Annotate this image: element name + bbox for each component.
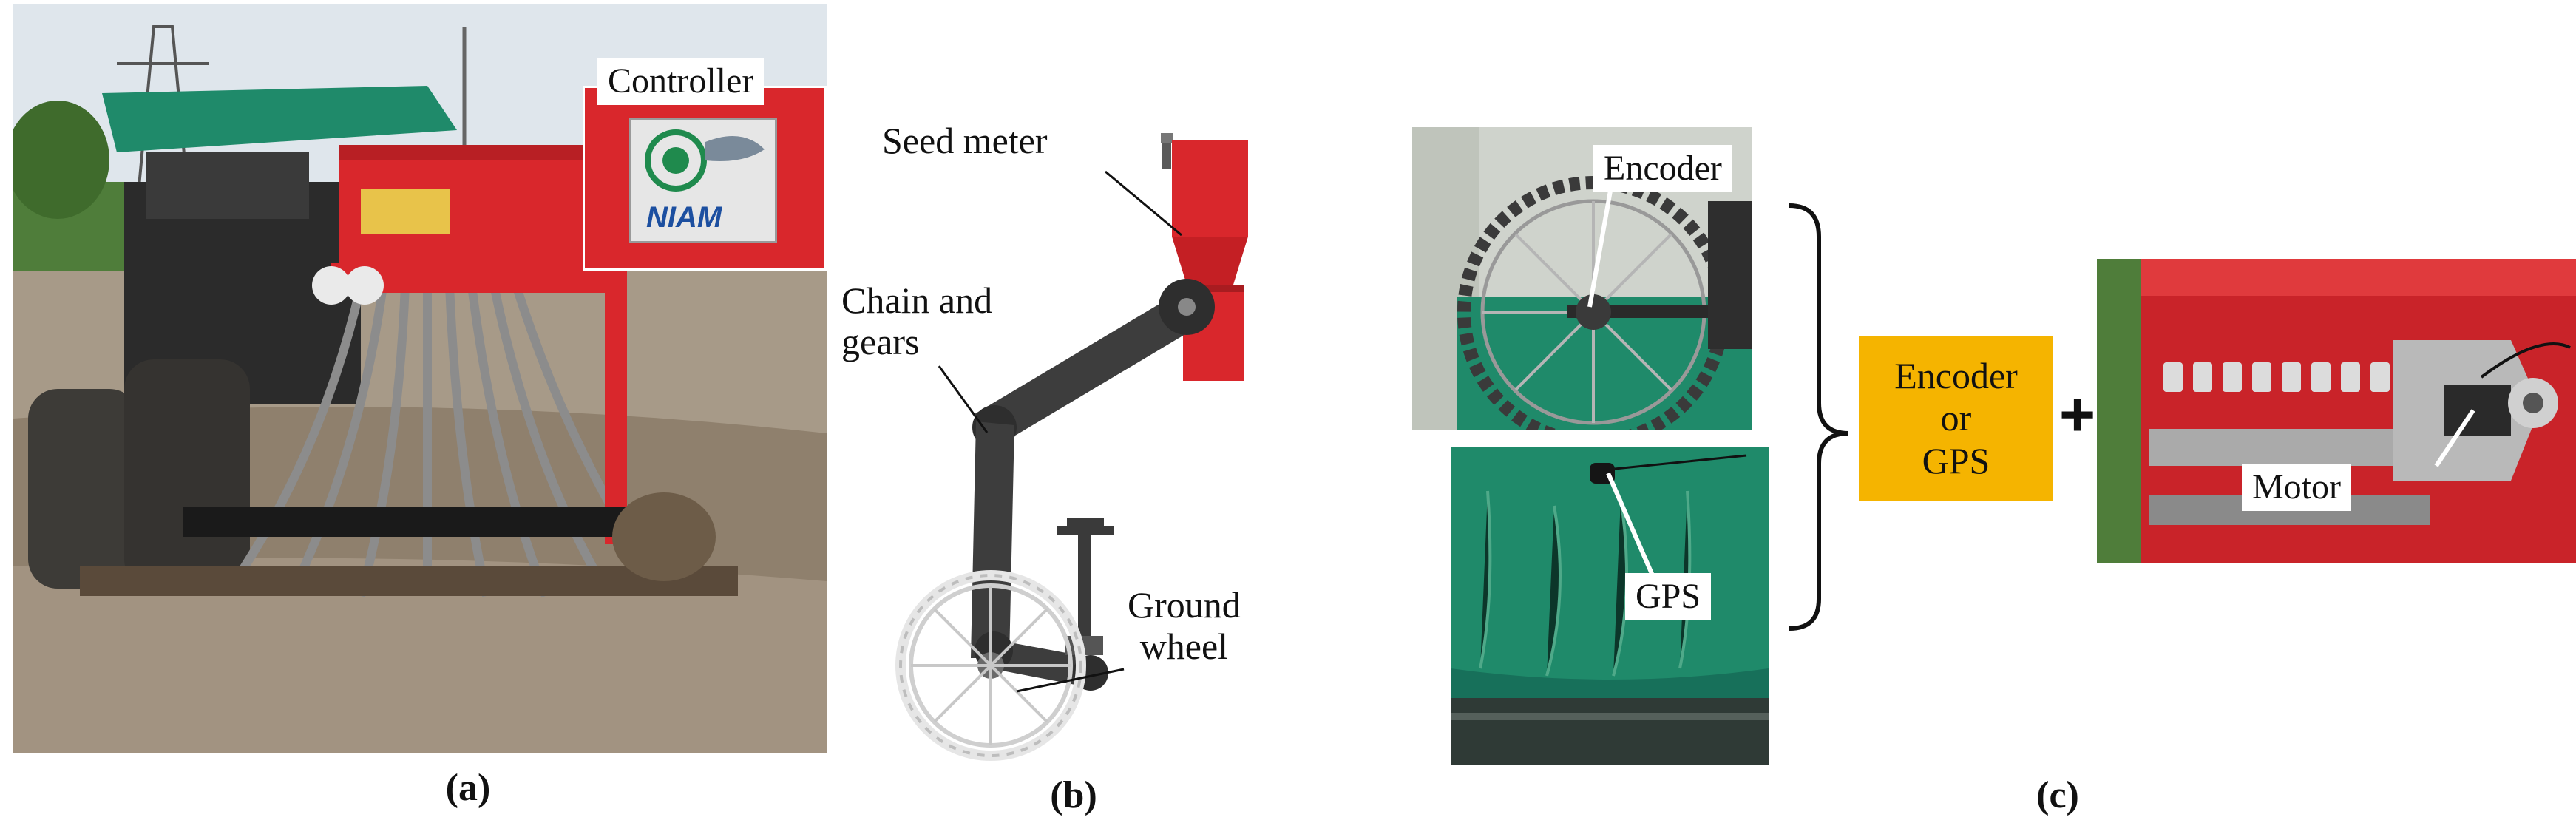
encoder-photo bbox=[1412, 127, 1752, 430]
encoder-or-gps-box: Encoder or GPS bbox=[1859, 336, 2053, 501]
encoder-leader bbox=[1587, 190, 1613, 308]
controller-inset: NIAM bbox=[583, 86, 827, 271]
curly-brace bbox=[1789, 203, 1849, 631]
encoder-label: Encoder bbox=[1593, 145, 1732, 192]
gps-label: GPS bbox=[1625, 573, 1712, 620]
plus-sign: + bbox=[2059, 379, 2096, 449]
ground-wheel-shape bbox=[895, 570, 1086, 761]
motor-leader bbox=[2434, 409, 2475, 467]
ground-wheel-label: Ground wheel bbox=[1128, 584, 1241, 667]
panel-label-c: (c) bbox=[2036, 774, 2079, 816]
niam-logo-text: NIAM bbox=[646, 201, 722, 234]
chain-and-gears-label: Chain and gears bbox=[841, 280, 993, 362]
motor-label: Motor bbox=[2242, 464, 2351, 511]
controller-label: Controller bbox=[597, 58, 765, 105]
panel-a-photo: NIAM bbox=[13, 4, 827, 753]
gps-photo bbox=[1451, 447, 1769, 765]
motor-photo bbox=[2097, 259, 2576, 563]
panel-label-a: (a) bbox=[445, 767, 491, 809]
niam-globe-icon bbox=[645, 129, 765, 192]
chain-leader bbox=[938, 365, 989, 433]
ground-wheel-leader bbox=[1016, 668, 1125, 693]
seed-meter-leader bbox=[1105, 170, 1182, 237]
controller-box: NIAM bbox=[629, 118, 777, 243]
seed-meter-label: Seed meter bbox=[882, 120, 1048, 161]
gps-leader bbox=[1606, 472, 1655, 577]
panel-label-b: (b) bbox=[1050, 774, 1097, 816]
